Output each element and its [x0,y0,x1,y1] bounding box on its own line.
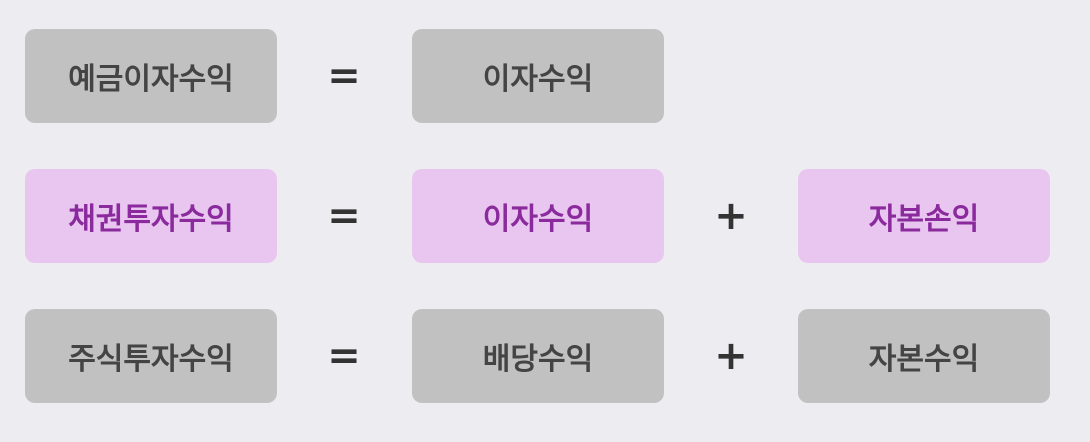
row-bond-investment: 채권투자수익 = 이자수익 + 자본손익 [0,169,1090,263]
stock-investment-income-box: 주식투자수익 [25,309,277,403]
capital-gain-loss-box: 자본손익 [798,169,1050,263]
plus-sign: + [714,193,748,239]
equals-sign: = [327,193,361,239]
bond-investment-income-box: 채권투자수익 [25,169,277,263]
capital-gain-box: 자본수익 [798,309,1050,403]
deposit-interest-income-box: 예금이자수익 [25,29,277,123]
row-deposit-interest: 예금이자수익 = 이자수익 [0,29,1090,123]
plus-sign: + [714,333,748,379]
dividend-income-box: 배당수익 [412,309,664,403]
equals-sign: = [327,53,361,99]
row-stock-investment: 주식투자수익 = 배당수익 + 자본수익 [0,309,1090,403]
interest-income-box: 이자수익 [412,29,664,123]
interest-income-box: 이자수익 [412,169,664,263]
equals-sign: = [327,333,361,379]
